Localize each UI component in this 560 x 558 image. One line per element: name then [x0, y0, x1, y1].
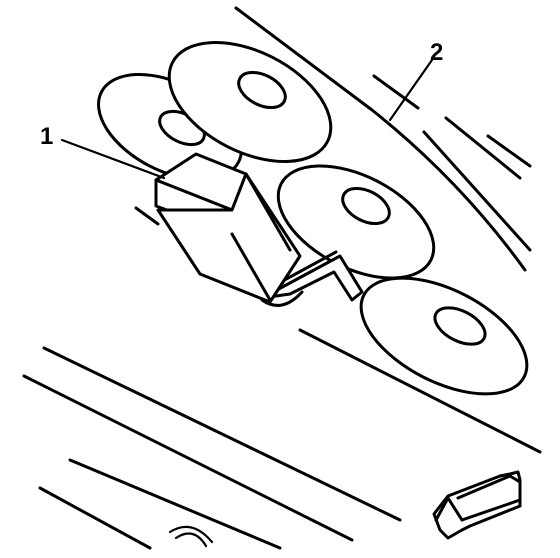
lower-structure-lines — [22, 328, 542, 550]
mounting-pad-lower-right — [359, 276, 529, 396]
reference-tick — [134, 206, 160, 226]
callout-2: 2 — [388, 39, 443, 122]
mounting-pad-upper — [167, 40, 333, 164]
lower-hole-feature — [168, 525, 214, 548]
callout-2-leader — [388, 58, 434, 122]
mounting-pads — [97, 40, 529, 396]
callout-2-label: 2 — [430, 39, 443, 66]
callout-1-label: 1 — [40, 123, 53, 150]
component-body — [154, 152, 364, 307]
callout-1-leader — [60, 138, 166, 180]
panel-edge-lines — [234, 6, 532, 272]
callout-1: 1 — [40, 123, 166, 180]
forward-direction-arrow-icon — [432, 470, 522, 540]
